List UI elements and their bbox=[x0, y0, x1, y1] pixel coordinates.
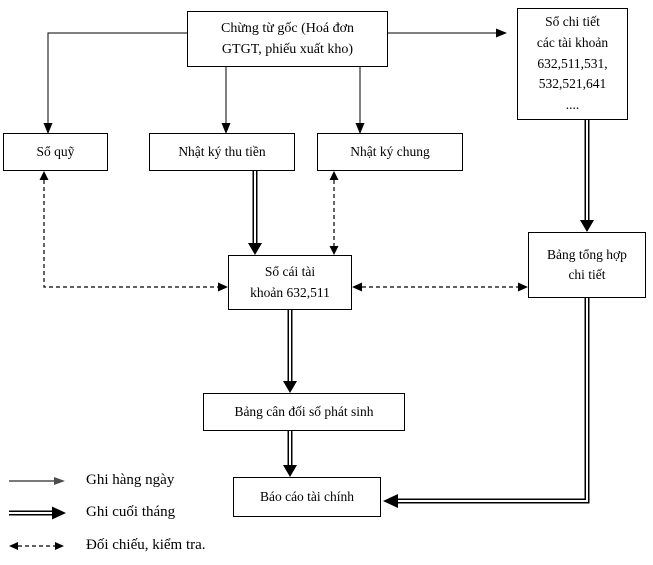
arrow-sochitiet-to-bangtonghop bbox=[580, 120, 594, 232]
node-bang-can-doi: Bảng cân đối số phát sinh bbox=[203, 393, 405, 431]
legend-item-daily: Ghi hàng ngày bbox=[8, 472, 174, 489]
arrow-soquy-socai-dashed bbox=[39, 171, 228, 292]
arrow-nhatkythutien-to-socai bbox=[248, 171, 262, 255]
legend-label-check: Đối chiếu, kiểm tra. bbox=[86, 537, 206, 553]
node-bang-tong-hop-line2: chi tiết bbox=[568, 267, 606, 282]
node-chung-tu-goc: Chừng từ gốc (Hoá đơn GTGT, phiếu xuất k… bbox=[187, 11, 388, 67]
node-bang-tong-hop-line1: Bảng tổng hợp bbox=[547, 246, 627, 262]
node-nhat-ky-chung-label: Nhật ký chung bbox=[350, 143, 430, 159]
legend-item-monthly: Ghi cuối tháng bbox=[8, 504, 175, 521]
legend-label-monthly: Ghi cuối tháng bbox=[86, 504, 176, 520]
arrow-chungtu-to-nhatkythutien bbox=[221, 67, 231, 134]
monthly-arrow-icon bbox=[9, 506, 66, 519]
daily-arrow-icon bbox=[9, 476, 65, 485]
node-nhat-ky-thu-tien-label: Nhật ký thu tiền bbox=[178, 143, 266, 159]
node-so-chi-tiet-line2: các tài khoản bbox=[536, 34, 609, 50]
node-nhat-ky-thu-tien: Nhật ký thu tiền bbox=[149, 133, 295, 171]
node-so-quy: Sổ quỹ bbox=[3, 133, 108, 171]
node-so-cai: Sổ cái tài khoản 632,511 bbox=[228, 255, 352, 310]
arrow-bangtonghop-to-baocao bbox=[383, 298, 590, 508]
arrow-chungtu-to-sochitiet bbox=[388, 28, 507, 38]
node-so-cai-line2: khoản 632,511 bbox=[250, 284, 330, 300]
arrow-socai-bangtonghop-dashed bbox=[352, 282, 528, 292]
arrow-chungtu-to-soquy bbox=[43, 32, 187, 134]
node-chung-tu-goc-line2: GTGT, phiếu xuất kho) bbox=[221, 42, 354, 57]
arrow-nhatkychung-socai-dashed bbox=[329, 171, 339, 255]
node-nhat-ky-chung: Nhật ký chung bbox=[317, 133, 463, 171]
arrow-chungtu-to-nhatkychung bbox=[355, 67, 365, 134]
arrow-socai-to-bangcandoi bbox=[283, 310, 297, 393]
node-bao-cao: Báo cáo tài chính bbox=[233, 477, 381, 517]
node-chung-tu-goc-line1: Chừng từ gốc (Hoá đơn bbox=[220, 21, 354, 36]
node-bang-can-doi-label: Bảng cân đối số phát sinh bbox=[234, 403, 374, 419]
check-arrow-icon bbox=[9, 541, 64, 550]
node-so-chi-tiet-line1: Sổ chi tiết bbox=[545, 13, 600, 29]
node-so-chi-tiet-line3: 632,511,531, bbox=[537, 55, 608, 71]
arrow-bangcandoi-to-baocao bbox=[283, 431, 297, 477]
legend-item-check: Đối chiếu, kiểm tra. bbox=[8, 537, 206, 554]
node-bang-tong-hop: Bảng tổng hợp chi tiết bbox=[528, 232, 646, 298]
node-so-chi-tiet: Sổ chi tiết các tài khoản 632,511,531, 5… bbox=[517, 8, 628, 120]
legend-label-daily: Ghi hàng ngày bbox=[86, 472, 175, 488]
node-so-chi-tiet-line5: .... bbox=[565, 97, 580, 113]
node-so-cai-line1: Sổ cái tài bbox=[264, 264, 316, 280]
node-so-chi-tiet-line4: 532,521,641 bbox=[538, 76, 607, 92]
node-so-quy-label: Sổ quỹ bbox=[36, 143, 75, 159]
node-bao-cao-label: Báo cáo tài chính bbox=[259, 488, 355, 504]
